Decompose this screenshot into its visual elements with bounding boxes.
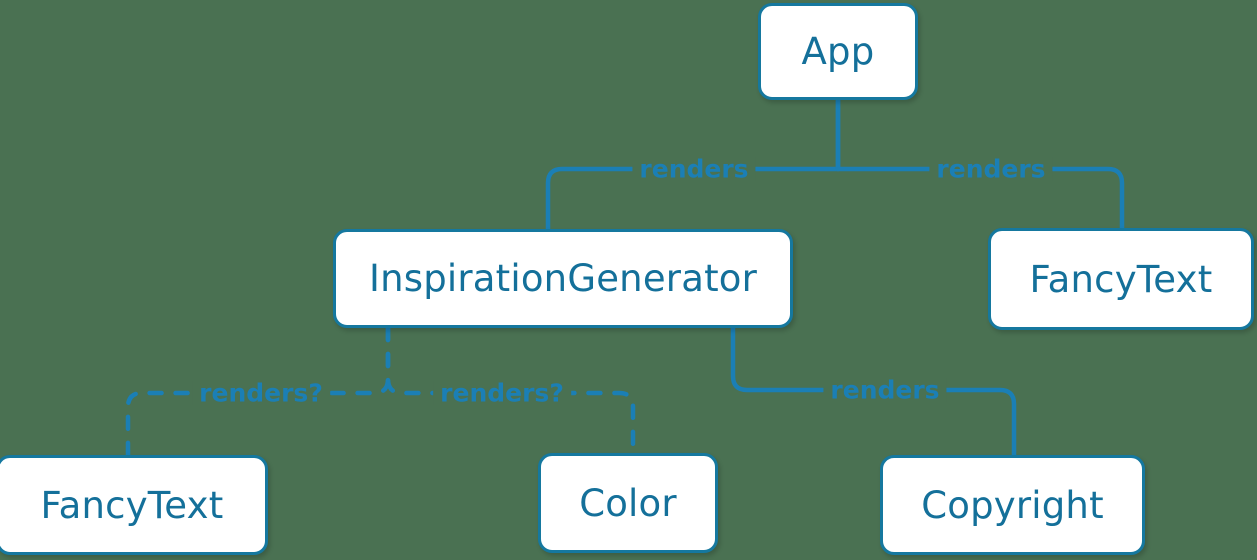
- node-inspiration-generator-label: InspirationGenerator: [368, 257, 758, 300]
- edge-label-app-to-inspiration-generator: renders: [632, 156, 756, 182]
- edge-label-inspiration-generator-to-fancytext-bottom: renders?: [192, 380, 330, 406]
- edge-label-app-to-fancytext-top: renders: [929, 156, 1053, 182]
- node-color-label: Color: [579, 481, 677, 525]
- node-inspiration-generator[interactable]: InspirationGenerator: [333, 229, 793, 328]
- edge-label-inspiration-generator-to-color: renders?: [433, 380, 571, 406]
- node-fancytext-bottom[interactable]: FancyText: [0, 455, 268, 555]
- node-fancytext-top[interactable]: FancyText: [988, 228, 1254, 330]
- node-copyright[interactable]: Copyright: [880, 455, 1145, 555]
- node-copyright-label: Copyright: [921, 483, 1104, 527]
- node-fancytext-top-label: FancyText: [1029, 257, 1213, 301]
- node-fancytext-bottom-label: FancyText: [40, 483, 224, 527]
- node-color[interactable]: Color: [538, 453, 718, 553]
- edge-label-inspiration-generator-to-copyright: renders: [823, 377, 947, 403]
- node-app-label: App: [801, 30, 875, 73]
- node-app[interactable]: App: [758, 3, 918, 100]
